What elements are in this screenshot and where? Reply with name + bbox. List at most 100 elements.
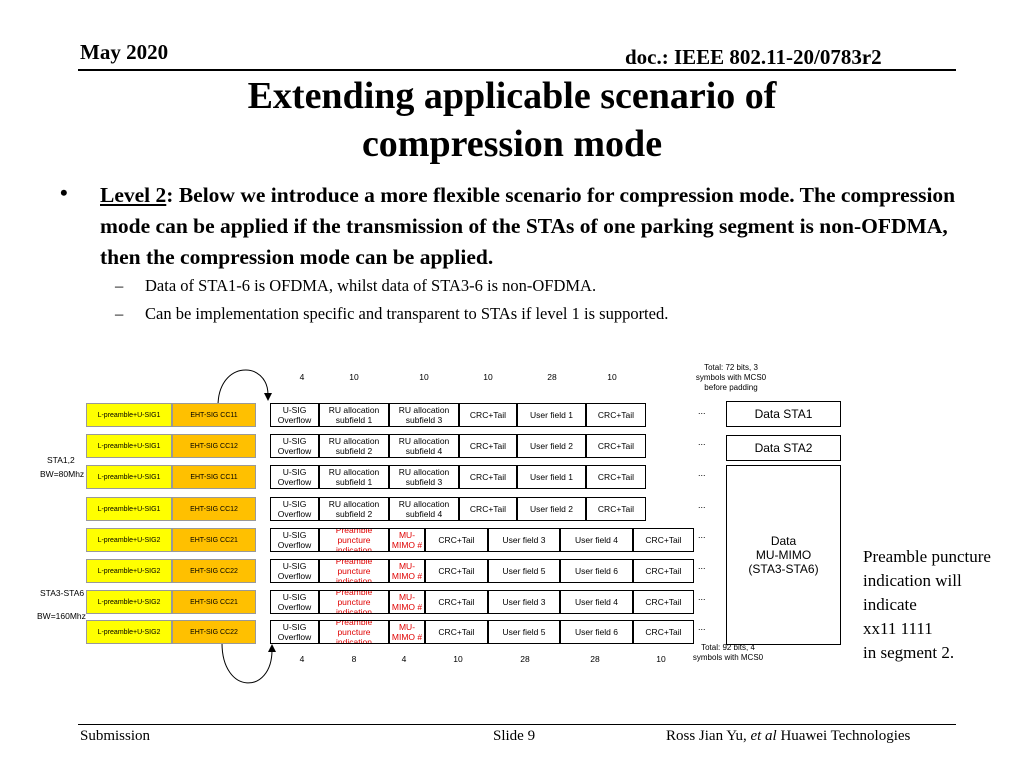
usig-overflow-cell: U-SIG Overflow <box>270 590 319 614</box>
preamble-cell: L-preamble+U-SIG1 <box>86 403 172 427</box>
eht-sig-cell: EHT-SIG CC21 <box>172 590 256 614</box>
side-note-line2: indication will <box>863 571 962 590</box>
bottom-total-note: Total: 92 bits, 4 symbols with MCS0 <box>692 643 764 662</box>
usig-overflow-cell: U-SIG Overflow <box>270 403 319 427</box>
side-note-line3: indicate <box>863 595 917 614</box>
ru-allocation-cell: RU allocation subfield 1 <box>319 403 389 427</box>
sub-bullet-2: –Can be implementation specific and tran… <box>115 304 668 324</box>
bit-count-label: 10 <box>607 372 617 382</box>
level-label: Level 2 <box>100 183 167 207</box>
side-note-line1: Preamble puncture <box>863 547 991 566</box>
preamble-puncture-cell: Preamble puncture indication <box>319 620 389 644</box>
data-mumimo-line2: MU-MIMO <box>755 548 812 562</box>
crc-tail-cell: CRC+Tail <box>633 559 694 583</box>
crc-tail-cell: CRC+Tail <box>586 403 646 427</box>
usig-overflow-cell: U-SIG Overflow <box>270 559 319 583</box>
ru-allocation-cell: RU allocation subfield 4 <box>389 434 459 458</box>
continuation-dots: ... <box>698 530 706 540</box>
header-divider <box>78 69 956 71</box>
continuation-dots: ... <box>698 500 706 510</box>
bit-count-label: 10 <box>483 372 493 382</box>
user-field-cell: User field 5 <box>488 559 560 583</box>
bottom-arc-arrowhead <box>268 644 276 652</box>
user-field-cell: User field 4 <box>560 528 633 552</box>
bit-count-label: 28 <box>520 654 530 664</box>
footer-slide-number: Slide 9 <box>493 728 536 744</box>
bit-count-label: 4 <box>299 372 305 382</box>
bit-count-label: 4 <box>299 654 305 664</box>
crc-tail-cell: CRC+Tail <box>425 590 488 614</box>
preamble-cell: L-preamble+U-SIG1 <box>86 497 172 521</box>
sub-bullet-1: –Data of STA1-6 is OFDMA, whilst data of… <box>115 276 596 296</box>
slide-title: Extending applicable scenario of compres… <box>0 72 1024 168</box>
preamble-puncture-cell: Preamble puncture indication <box>319 590 389 614</box>
bw160-label: BW=160Mhz <box>37 611 86 621</box>
eht-sig-cell: EHT-SIG CC22 <box>172 620 256 644</box>
eht-sig-cell: EHT-SIG CC11 <box>172 403 256 427</box>
level-text: : Below we introduce a more flexible sce… <box>100 183 956 269</box>
bit-count-label: 10 <box>453 654 463 664</box>
header-doc-id: doc.: IEEE 802.11-20/0783r2 <box>625 45 882 69</box>
footer-divider <box>78 724 956 725</box>
mu-mimo-cell: MU-MIMO # <box>389 559 425 583</box>
continuation-dots: ... <box>698 622 706 632</box>
preamble-cell: L-preamble+U-SIG2 <box>86 590 172 614</box>
preamble-puncture-cell: Preamble puncture indication <box>319 528 389 552</box>
continuation-dots: ... <box>698 406 706 416</box>
bw80-label: BW=80Mhz <box>40 469 85 479</box>
continuation-dots: ... <box>698 561 706 571</box>
footer-submission: Submission <box>80 728 151 744</box>
user-field-cell: User field 2 <box>517 434 586 458</box>
preamble-cell: L-preamble+U-SIG2 <box>86 620 172 644</box>
user-field-cell: User field 1 <box>517 403 586 427</box>
data-mumimo-box: Data MU-MIMO (STA3-STA6) <box>726 465 841 645</box>
continuation-dots: ... <box>698 592 706 602</box>
bit-count-label: 28 <box>590 654 600 664</box>
footer-org: Huawei Technologies <box>776 728 911 744</box>
level-2-paragraph: Level 2: Below we introduce a more flexi… <box>100 180 980 273</box>
user-field-cell: User field 4 <box>560 590 633 614</box>
crc-tail-cell: CRC+Tail <box>425 528 488 552</box>
bullet-marker: • <box>60 180 68 205</box>
ru-allocation-cell: RU allocation subfield 2 <box>319 497 389 521</box>
top-total-note: Total: 72 bits, 3 symbols with MCS0 befo… <box>695 363 767 392</box>
user-field-cell: User field 5 <box>488 620 560 644</box>
dash-marker: – <box>115 276 124 295</box>
mu-mimo-cell: MU-MIMO # <box>389 528 425 552</box>
bit-count-label: 8 <box>351 654 357 664</box>
preamble-cell: L-preamble+U-SIG1 <box>86 465 172 489</box>
footer-etal: et al <box>750 728 777 744</box>
usig-overflow-cell: U-SIG Overflow <box>270 434 319 458</box>
bit-count-label: 10 <box>349 372 359 382</box>
top-arc <box>217 369 269 407</box>
usig-overflow-cell: U-SIG Overflow <box>270 497 319 521</box>
crc-tail-cell: CRC+Tail <box>586 465 646 489</box>
sub-bullet-2-text: Can be implementation specific and trans… <box>145 304 669 323</box>
crc-tail-cell: CRC+Tail <box>459 403 517 427</box>
user-field-cell: User field 2 <box>517 497 586 521</box>
bit-count-label: 10 <box>656 654 666 664</box>
bit-count-label: 4 <box>401 654 407 664</box>
ru-allocation-cell: RU allocation subfield 2 <box>319 434 389 458</box>
crc-tail-cell: CRC+Tail <box>586 497 646 521</box>
ru-allocation-cell: RU allocation subfield 3 <box>389 403 459 427</box>
crc-tail-cell: CRC+Tail <box>633 620 694 644</box>
footer-author-name: Ross Jian Yu, <box>666 728 751 744</box>
crc-tail-cell: CRC+Tail <box>633 528 694 552</box>
usig-overflow-cell: U-SIG Overflow <box>270 528 319 552</box>
crc-tail-cell: CRC+Tail <box>633 590 694 614</box>
data-mumimo-line1: Data <box>770 534 797 548</box>
user-field-cell: User field 1 <box>517 465 586 489</box>
crc-tail-cell: CRC+Tail <box>459 465 517 489</box>
crc-tail-cell: CRC+Tail <box>425 620 488 644</box>
bit-count-label: 10 <box>419 372 429 382</box>
usig-overflow-cell: U-SIG Overflow <box>270 465 319 489</box>
crc-tail-cell: CRC+Tail <box>459 434 517 458</box>
eht-sig-cell: EHT-SIG CC22 <box>172 559 256 583</box>
preamble-cell: L-preamble+U-SIG1 <box>86 434 172 458</box>
bottom-arc <box>221 642 273 684</box>
continuation-dots: ... <box>698 468 706 478</box>
eht-sig-cell: EHT-SIG CC12 <box>172 434 256 458</box>
ru-allocation-cell: RU allocation subfield 3 <box>389 465 459 489</box>
